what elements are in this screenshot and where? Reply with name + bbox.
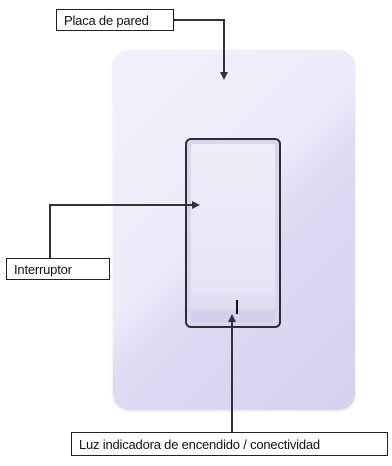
switch-leader-line: [49, 201, 200, 258]
indicator-light-label: Luz indicadora de encendido / conectivid…: [71, 432, 388, 456]
switch-label: Interruptor: [6, 258, 110, 280]
rocker-switch: [191, 144, 275, 322]
wall-plate-label: Placa de pared: [56, 9, 174, 31]
indicator-light: [236, 300, 238, 314]
plate-leader-line: [174, 19, 228, 80]
rocker-frame: [185, 138, 281, 328]
